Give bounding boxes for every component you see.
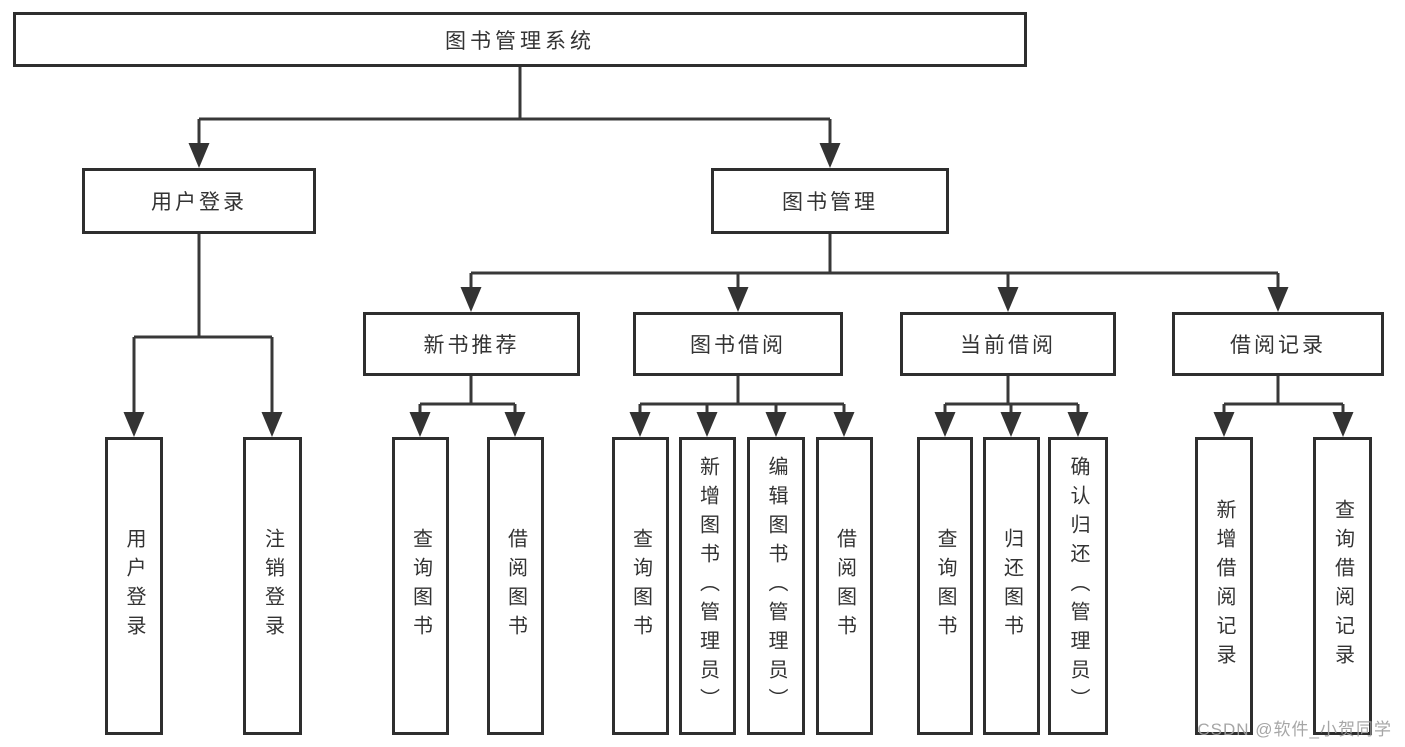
node-borrow-records: 借阅记录 [1172, 312, 1384, 376]
node-label: 注销登录 [261, 528, 284, 644]
node-label: 查询图书 [629, 528, 652, 644]
csdn-watermark: CSDN @软件_小贺同学 [1197, 720, 1392, 739]
node-label: 图书管理系统 [445, 29, 595, 53]
node-leaf-confirm-return-admin: 确认归还（管理员） [1048, 437, 1108, 735]
node-label: 图书借阅 [690, 334, 786, 357]
node-library-system: 图书管理系统 [13, 12, 1027, 67]
node-label: 新书推荐 [423, 334, 520, 357]
node-leaf-user-login: 用户登录 [105, 437, 163, 735]
node-current-borrow: 当前借阅 [900, 312, 1116, 376]
node-label: 新增借阅记录 [1213, 499, 1235, 673]
node-leaf-query-book-recommend: 查询图书 [392, 437, 449, 735]
node-label: 新增图书（管理员） [696, 455, 719, 717]
node-book-borrow: 图书借阅 [633, 312, 843, 376]
node-leaf-query-book-borrow: 查询图书 [612, 437, 669, 735]
node-label: 用户登录 [151, 191, 247, 214]
node-label: 查询借阅记录 [1331, 499, 1354, 673]
node-label: 编辑图书（管理员） [765, 455, 787, 717]
node-label: 图书管理 [782, 191, 878, 214]
node-leaf-borrow-book-recommend: 借阅图书 [487, 437, 544, 735]
node-leaf-query-borrow-record: 查询借阅记录 [1313, 437, 1372, 735]
node-leaf-return-book: 归还图书 [983, 437, 1040, 735]
node-book-management: 图书管理 [711, 168, 949, 234]
node-label: 查询图书 [409, 528, 432, 644]
node-leaf-edit-book-admin: 编辑图书（管理员） [747, 437, 805, 735]
node-new-book-recommend: 新书推荐 [363, 312, 580, 376]
node-label: 确认归还（管理员） [1067, 455, 1089, 717]
node-leaf-query-book-current: 查询图书 [917, 437, 973, 735]
node-label: 借阅图书 [833, 528, 856, 644]
node-label: 借阅图书 [504, 528, 527, 644]
node-leaf-add-borrow-record: 新增借阅记录 [1195, 437, 1253, 735]
node-leaf-borrow-book: 借阅图书 [816, 437, 873, 735]
node-leaf-add-book-admin: 新增图书（管理员） [679, 437, 736, 735]
node-label: 归还图书 [1000, 528, 1023, 644]
node-leaf-logout: 注销登录 [243, 437, 302, 735]
node-label: 借阅记录 [1230, 334, 1326, 357]
node-user-login: 用户登录 [82, 168, 316, 234]
node-label: 当前借阅 [960, 334, 1056, 357]
node-label: 查询图书 [934, 528, 956, 644]
node-label: 用户登录 [123, 528, 145, 644]
